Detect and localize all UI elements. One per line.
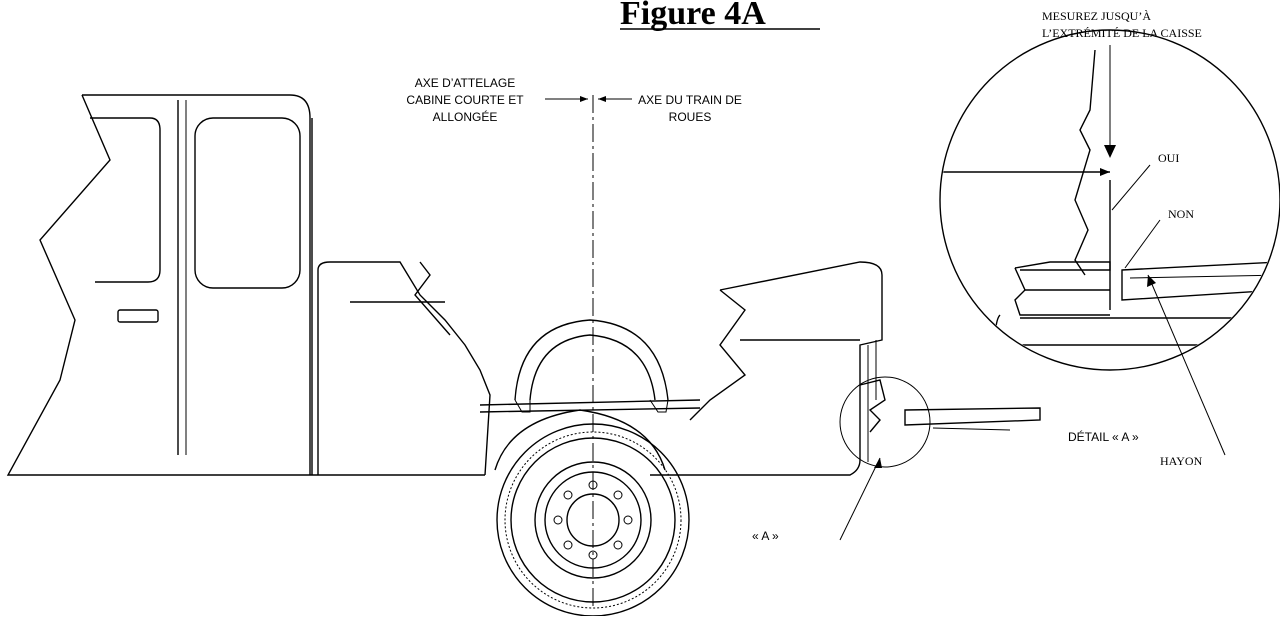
oui-label: OUI: [1158, 151, 1179, 165]
truck-bed-rear: [650, 261, 883, 476]
truck-cab: [6, 94, 485, 476]
measure-label-2: L’EXTRÉMITÉ DE LA CAISSE: [1042, 26, 1202, 40]
wheel-well: [479, 319, 701, 471]
hitch-axis-label-2: CABINE COURTE ET: [406, 93, 524, 107]
detail-a-enlarged: [939, 29, 1280, 456]
wheel-axis-label: AXE DU TRAIN DE: [638, 93, 742, 107]
detail-a-marker: [839, 376, 1041, 541]
a-marker-label: « A »: [752, 529, 779, 543]
non-label: NON: [1168, 207, 1194, 221]
detail-a-label: DÉTAIL « A »: [1068, 429, 1139, 444]
hitch-axis-label-3: ALLONGÉE: [433, 109, 498, 124]
wheel-axis-label-2: ROUES: [669, 110, 712, 124]
hitch-axis-label: AXE D’ATTELAGE: [415, 76, 515, 90]
hayon-label: HAYON: [1160, 454, 1203, 468]
figure-title: Figure 4A: [620, 0, 766, 32]
measure-label-1: MESUREZ JUSQU’À: [1042, 9, 1151, 23]
truck-bed-front: [317, 261, 491, 476]
